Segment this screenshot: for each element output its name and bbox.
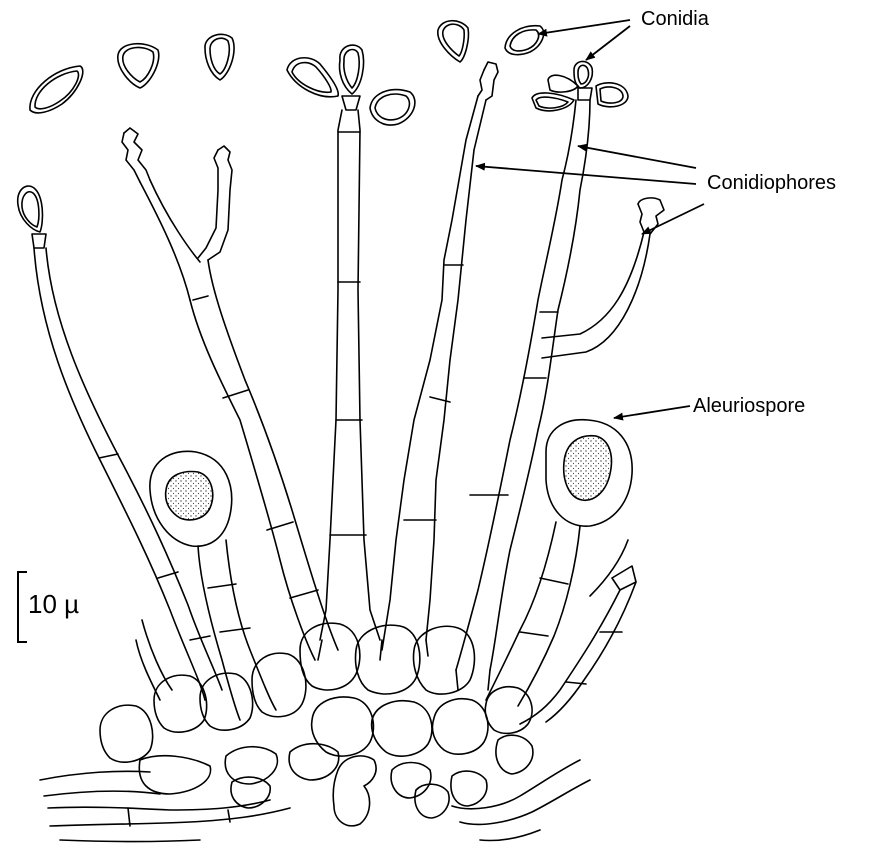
conidium (118, 44, 159, 88)
conidium (30, 66, 83, 113)
conidiophores-label: Conidiophores (707, 172, 836, 195)
conidia-label: Conidia (641, 8, 709, 31)
aleuriospore (150, 451, 276, 720)
conidiophore (382, 62, 498, 650)
conidiophore (18, 186, 222, 700)
conidiophore (542, 198, 664, 358)
scale-bar (18, 572, 26, 642)
hypha (520, 540, 636, 724)
scale-bar-label: 10 µ (28, 589, 79, 620)
conidium (205, 34, 234, 80)
aleuriospore-label: Aleuriospore (693, 395, 805, 418)
conidium (438, 21, 469, 62)
hypha (136, 620, 490, 700)
conidiophore (122, 128, 338, 660)
basal-cells (100, 623, 533, 826)
conidium (505, 26, 544, 55)
